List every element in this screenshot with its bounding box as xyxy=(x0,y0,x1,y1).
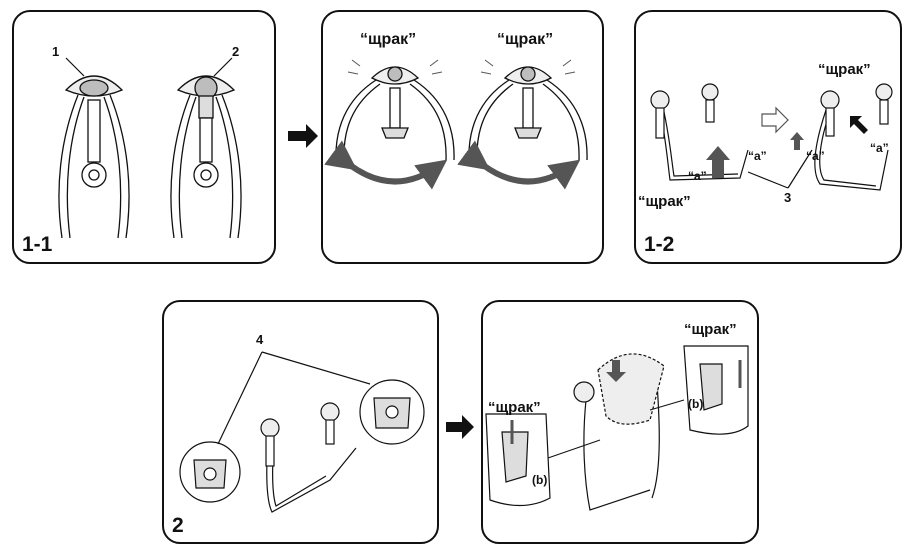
step-label-1-2: 1-2 xyxy=(644,233,675,256)
panel-click-swing xyxy=(321,10,604,264)
click-label-1-2-top: “щрак” xyxy=(818,61,871,78)
detail-clip-left xyxy=(485,413,551,507)
a-label-1: “a” xyxy=(688,169,707,183)
swing-base-left xyxy=(650,83,749,181)
click-label-result-top: “щрак” xyxy=(684,321,737,338)
click-label-result-left: “щрак” xyxy=(488,399,541,416)
callout-3: 3 xyxy=(784,190,791,205)
callout-4: 4 xyxy=(256,332,264,347)
swing-arrow-left-icon xyxy=(324,140,448,190)
step-label-2: 2 xyxy=(172,514,184,537)
sparkle-lines xyxy=(347,59,576,75)
swing-frame-right xyxy=(170,75,242,239)
swing-frame-left xyxy=(58,75,130,239)
push-arrow-icon xyxy=(706,146,730,178)
detail-circle-right xyxy=(359,379,425,445)
detail-circle-left xyxy=(179,441,241,503)
push-arrow-small-icon xyxy=(790,132,804,150)
callout-lines-2 xyxy=(217,351,371,445)
outline-arrow-icon xyxy=(761,106,789,134)
swing-base-right xyxy=(814,83,893,191)
panel-1-2 xyxy=(634,10,902,264)
callout-1: 1 xyxy=(52,44,59,59)
arrow-right-icon xyxy=(288,124,318,148)
detail-clip-right xyxy=(683,345,749,435)
arrow-right-2-icon xyxy=(446,415,474,439)
callout-lines-1-2 xyxy=(747,149,813,189)
a-label-3: “a” xyxy=(806,149,825,163)
callout-lines-result xyxy=(547,399,685,459)
callout-lines-1-1 xyxy=(65,57,233,77)
push-arrow-diag-icon xyxy=(850,116,868,134)
click-label-left: “щрак” xyxy=(360,31,416,48)
b-label-1: (b) xyxy=(688,397,703,411)
callout-2: 2 xyxy=(232,44,239,59)
swing-seat-right xyxy=(468,66,588,161)
swing-seat-left xyxy=(335,66,455,161)
down-arrow-icon xyxy=(606,360,626,382)
b-label-2: (b) xyxy=(532,473,547,487)
a-label-4: “a” xyxy=(870,141,889,155)
click-label-1-2-bottom: “щрак” xyxy=(638,193,691,210)
a-label-2: “a” xyxy=(748,149,767,163)
swing-arrow-right-icon xyxy=(457,140,581,190)
swing-frame-assembly xyxy=(260,402,357,513)
step-label-1-1: 1-1 xyxy=(22,233,53,256)
click-label-right: “щрак” xyxy=(497,31,553,48)
